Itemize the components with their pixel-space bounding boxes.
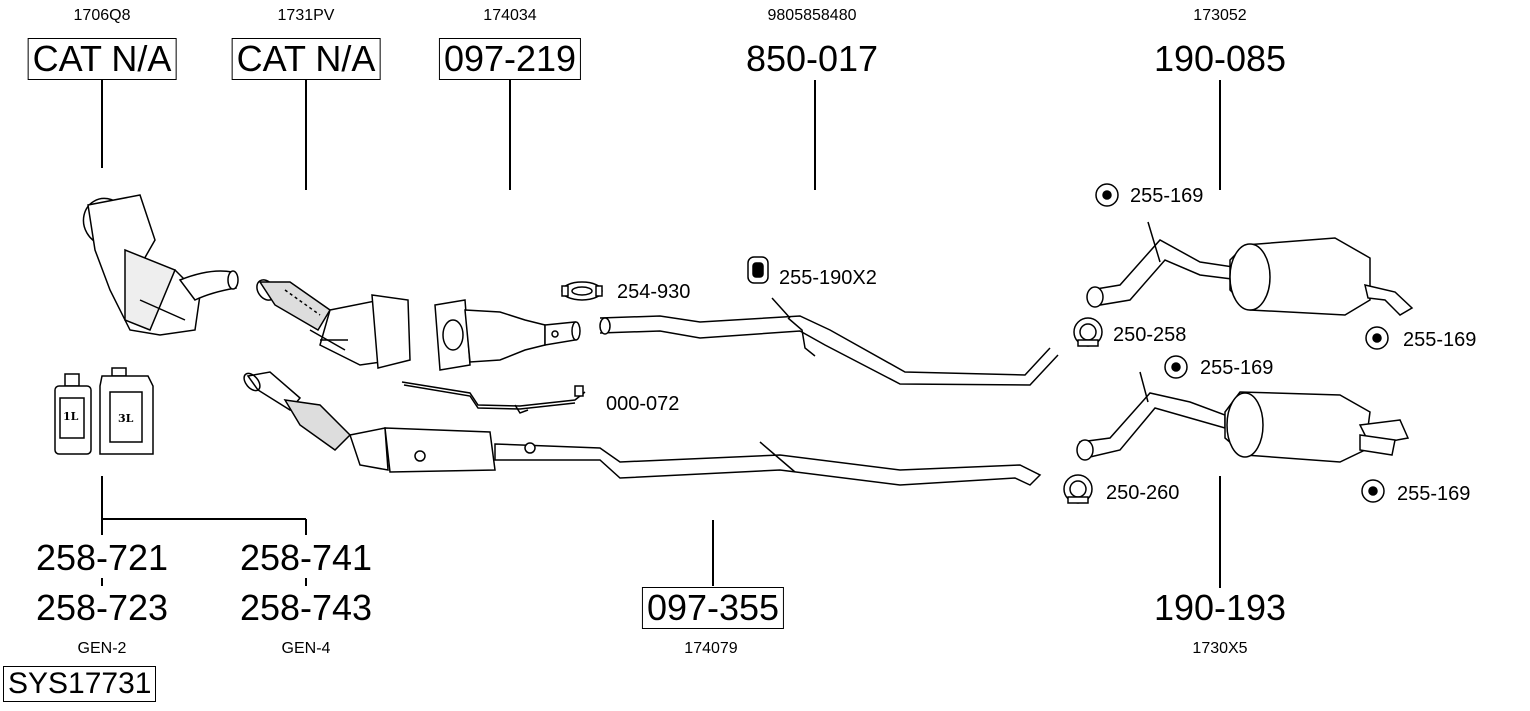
part-850-017[interactable]: 850-017 xyxy=(745,38,879,79)
accessory-255-169-d[interactable]: 255-169 xyxy=(1397,483,1471,505)
catalyst-with-flex xyxy=(256,279,411,369)
accessory-255-190x2[interactable]: 255-190X2 xyxy=(779,267,877,289)
accessory-255-169-b[interactable]: 255-169 xyxy=(1403,329,1477,351)
oil-1l-label: 1L xyxy=(63,410,79,423)
part-cat-2[interactable]: CAT N/A xyxy=(231,38,381,80)
gen-2-label: GEN-2 xyxy=(77,640,127,657)
gen-4-label: GEN-4 xyxy=(281,640,331,657)
accessory-250-258[interactable]: 250-258 xyxy=(1113,324,1187,346)
accessory-255-169-c[interactable]: 255-169 xyxy=(1200,357,1274,379)
rear-silencer-190-085 xyxy=(1086,221,1414,316)
rubber-mount-icon xyxy=(1095,183,1389,503)
accessory-255-169-a[interactable]: 255-169 xyxy=(1130,185,1204,207)
kit-258-723[interactable]: 258-723 xyxy=(35,587,169,628)
part-097-355[interactable]: 097-355 xyxy=(641,587,785,629)
kit-258-743[interactable]: 258-743 xyxy=(239,587,373,628)
oil-3l-label: 3L xyxy=(118,412,134,425)
kit-258-721[interactable]: 258-721 xyxy=(35,537,169,578)
system-id[interactable]: SYS17731 xyxy=(3,666,157,702)
part-097-219[interactable]: 097-219 xyxy=(438,38,582,80)
oem-code-7: 1730X5 xyxy=(1192,640,1248,657)
part-190-193[interactable]: 190-193 xyxy=(1153,587,1287,628)
clamp-icon xyxy=(561,281,603,301)
accessory-000-072[interactable]: 000-072 xyxy=(606,393,680,415)
clamp-ring-icon xyxy=(1063,317,1103,504)
manifold-catalyst xyxy=(82,194,239,336)
sensor-wire xyxy=(401,381,586,414)
front-pipe-850-017 xyxy=(599,297,1059,386)
part-cat-1[interactable]: CAT N/A xyxy=(27,38,177,80)
oem-code-1: 1706Q8 xyxy=(73,7,131,24)
oil-bottles xyxy=(54,367,154,455)
oem-code-6: 174079 xyxy=(684,640,738,657)
oem-code-5: 173052 xyxy=(1193,7,1247,24)
rear-silencer-190-193 xyxy=(1076,371,1410,463)
hanger-icon xyxy=(747,256,769,284)
accessory-250-260[interactable]: 250-260 xyxy=(1106,482,1180,504)
centre-pipe-097-355 xyxy=(243,371,1042,486)
oem-code-3: 174034 xyxy=(483,7,537,24)
oem-code-2: 1731PV xyxy=(277,7,335,24)
catalyst-097-219-drawing xyxy=(434,299,581,371)
kit-258-741[interactable]: 258-741 xyxy=(239,537,373,578)
oem-code-4: 9805858480 xyxy=(767,7,857,24)
accessory-254-930[interactable]: 254-930 xyxy=(617,281,691,303)
part-190-085[interactable]: 190-085 xyxy=(1153,38,1287,79)
